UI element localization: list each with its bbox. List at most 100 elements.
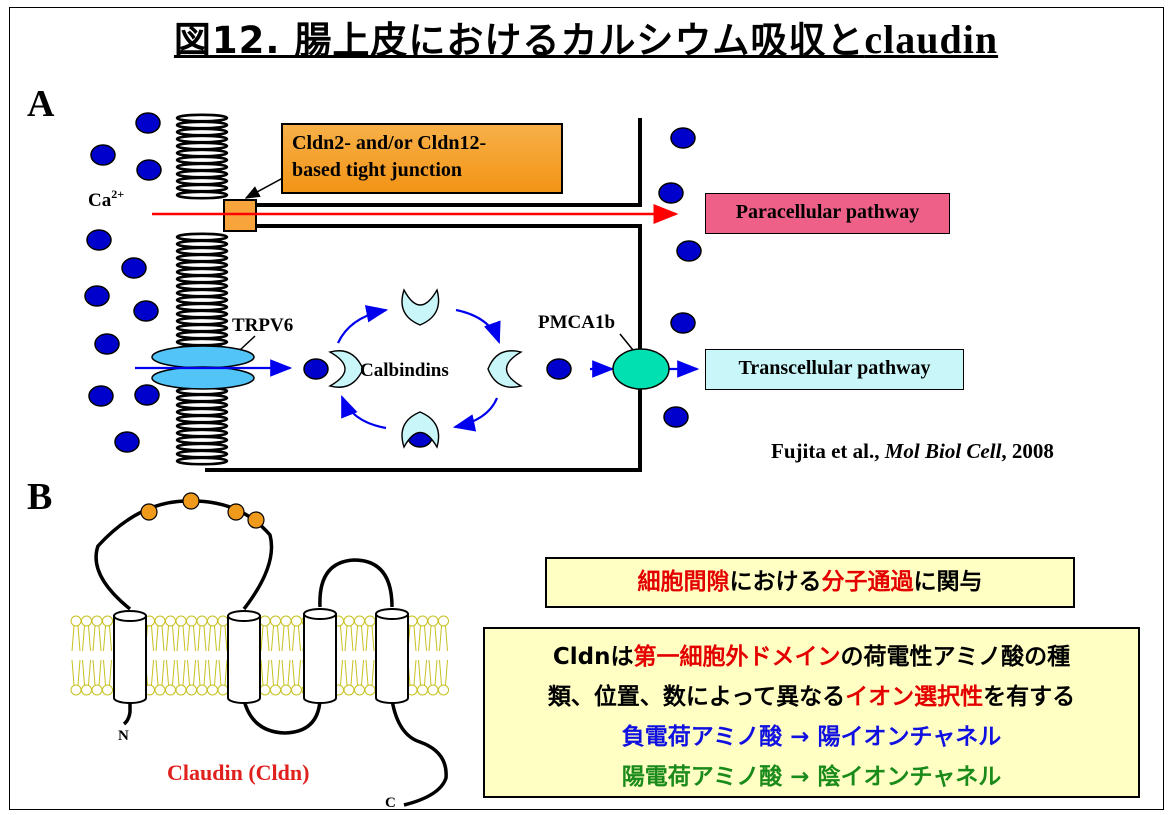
microvillus [175,267,229,277]
calbindin-proteins [328,288,523,449]
lipid-tail [292,625,301,652]
lipid-tail [103,625,112,652]
lipid-head [217,615,229,627]
lipid-tail [166,625,175,652]
lipid-tail [271,659,280,686]
lipid-head [70,615,82,627]
microvillus [175,127,229,137]
microvillus [175,316,229,326]
lipid-head [207,615,218,627]
lipid-tail [439,625,448,652]
lipid-tail [82,625,91,652]
cell-outline [205,118,642,472]
lipid-head [154,684,166,696]
microvillus [175,260,229,270]
lipid-head [427,684,439,696]
trpv6-label: TRPV6 [232,315,293,336]
pmca-leader [619,333,634,351]
lipid-tail [260,625,270,652]
microvillus [175,183,229,193]
pmca-label: PMCA1b [538,312,615,333]
microvillus [175,239,229,249]
lipid-tail [344,625,354,652]
title-en: claudin [864,17,999,62]
lipid-head [438,615,449,627]
microvillus [175,190,229,200]
selectivity-line4: 陽電荷アミノ酸 → 陰イオンチャネル [621,764,1002,790]
lipid-head [417,684,428,696]
lipid-head [364,684,376,696]
lipid-tail [187,659,196,686]
lipid-head [196,684,208,696]
lipid-head [165,615,176,627]
lipid-head [343,615,355,627]
title-jp: 図12. 腸上皮におけるカルシウム吸収と [173,19,865,62]
lipid-head [91,615,103,627]
lipid-head [196,615,208,627]
lipid-tail [407,659,417,686]
microvillus [175,435,229,445]
paracellular-pathway-box: Paracellular pathway [705,193,950,234]
page-title: 図12. 腸上皮におけるカルシウム吸収とclaudin [0,10,1172,64]
microvillus [175,162,229,172]
c-terminus-label: C [385,795,396,811]
lipid-tail [71,625,81,652]
microvilli-brush-border [175,113,229,466]
lipid-tail [418,625,427,652]
lipid-head [259,684,271,696]
microvillus [175,323,229,333]
microvillus [175,428,229,438]
microvillus [175,113,229,123]
lipid-tail [155,625,165,652]
lipid-head [102,684,113,696]
panel-b-letter: B [27,476,53,518]
lipid-head [280,615,292,627]
lipid-head [427,615,439,627]
lipid-tail [197,625,207,652]
lipid-tail [187,625,196,652]
lipid-tail [82,659,91,686]
lipid-tail [365,625,375,652]
lipid-tail [71,659,81,686]
lipid-tail [166,659,175,686]
lipid-tail [218,659,228,686]
microvillus [175,414,229,424]
lipid-head [354,684,365,696]
lipid-tail [92,625,102,652]
lipid-head [343,684,355,696]
lipid-head [291,684,302,696]
calbindin-shuttle-arrows [337,305,501,432]
microvillus [175,393,229,403]
microvillus [175,337,229,347]
microvillus [175,169,229,179]
lipid-head [417,615,428,627]
lipid-tail [197,659,207,686]
microvillus [175,442,229,452]
microvillus [175,148,229,158]
tj-box-line2: based tight junction [292,159,463,181]
lipid-head [186,615,197,627]
microvillus [175,421,229,431]
panel-a-letter: A [27,83,55,125]
ion-selectivity-box: Cldnは第一細胞外ドメインの荷電性アミノ酸の種 類、位置、数によって異なるイオ… [483,627,1140,798]
microvillus [175,302,229,312]
microvillus [175,449,229,459]
tight-junction-box: Cldn2- and/or Cldn12-based tight junctio… [281,123,563,194]
microvillus [175,407,229,417]
microvillus [175,330,229,340]
lipid-tail [439,659,448,686]
transcellular-pathway-box: Transcellular pathway [705,349,964,390]
lipid-tail [292,659,301,686]
lipid-tail [355,625,364,652]
lipid-tail [355,659,364,686]
microvillus [175,295,229,305]
lipid-tail [218,625,228,652]
lipid-head [175,684,187,696]
microvillus [175,155,229,165]
lipid-tail [103,659,112,686]
lipid-tail [428,659,438,686]
lipid-tail [260,659,270,686]
lipid-tail [344,659,354,686]
lipid-tail [418,659,427,686]
slide-frame [9,7,1164,810]
